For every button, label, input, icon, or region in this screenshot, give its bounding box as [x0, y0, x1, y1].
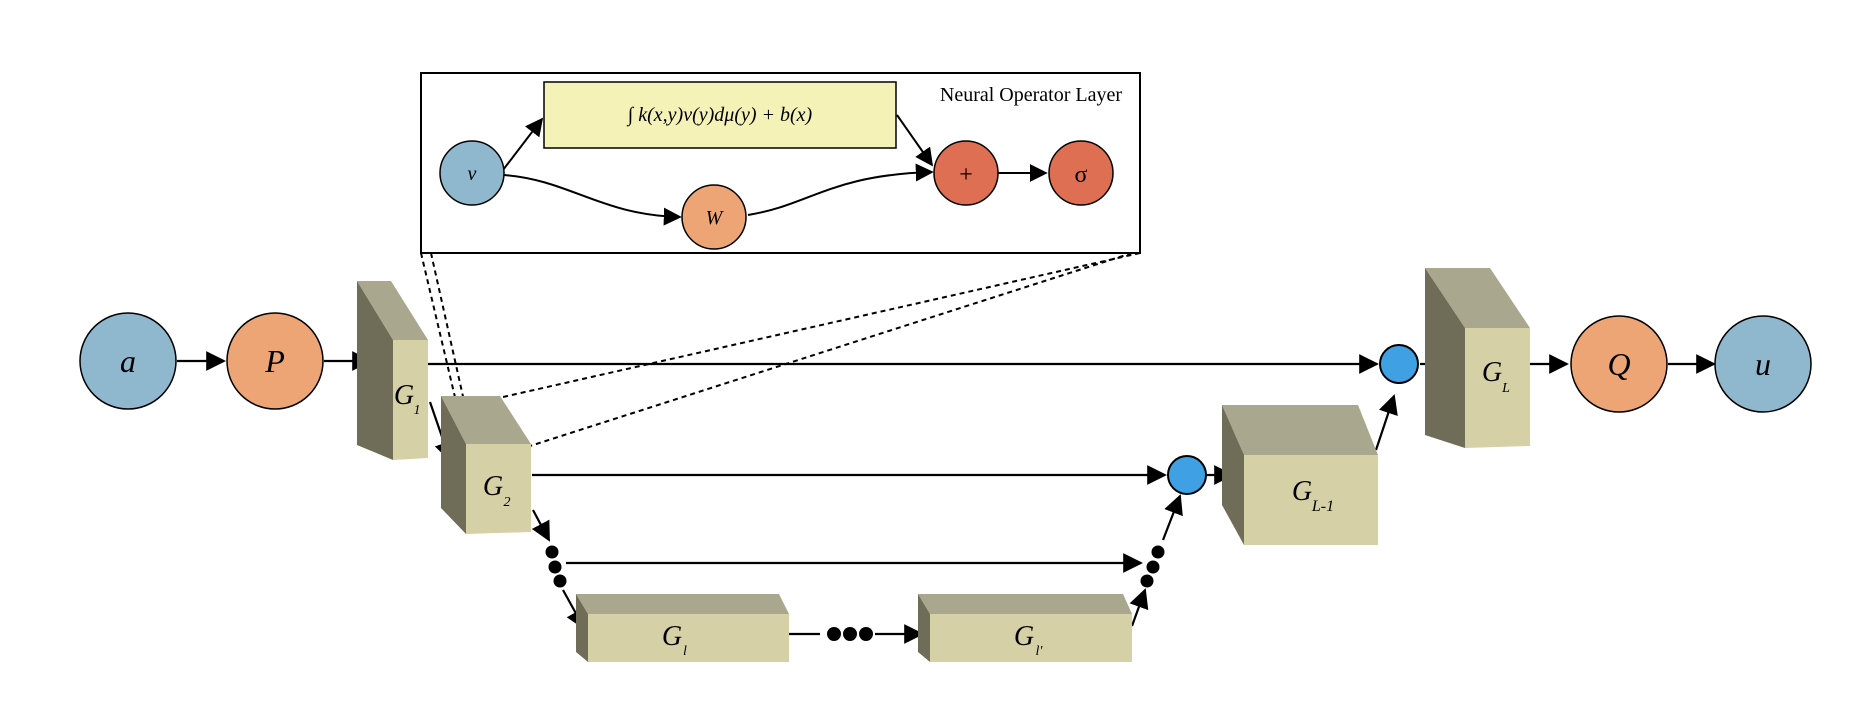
gl-minus-1-subscript: L-1 [1311, 498, 1334, 515]
kernel-integral-box [543, 81, 897, 149]
arrow-v-to-kernel [502, 117, 544, 171]
inset-node-v [439, 140, 505, 206]
gl-final-subscript: L [1501, 381, 1510, 396]
node-a-label: a [120, 343, 136, 379]
inset-title: Neural Operator Layer [940, 84, 1122, 106]
inset-w-label: W [706, 207, 725, 229]
dot-down-2 [548, 560, 562, 574]
node-p: P [226, 312, 324, 410]
node-q-label: Q [1607, 346, 1630, 382]
g1-subscript: 1 [414, 403, 421, 418]
arrow-v-to-w [503, 174, 682, 226]
block-gl-minus-1: G L-1 [1222, 405, 1378, 545]
dot-mid-2 [843, 627, 857, 641]
node-q: Q [1570, 315, 1668, 413]
gl-label: G [662, 621, 682, 652]
dot-up-2 [1146, 560, 1160, 574]
zoom-lines [420, 252, 1141, 447]
block-gl: G l [576, 594, 789, 662]
g1-label: G [394, 380, 414, 411]
g2-label: G [483, 471, 503, 502]
inset-sigma-label: σ [1075, 162, 1088, 188]
block-gl-final: G L [1425, 268, 1530, 448]
neural-operator-layer-inset: Neural Operator Layer ∫ k(x,y)v(y)dμ(y) … [420, 72, 1141, 254]
inset-node-plus [933, 140, 999, 206]
node-u: u [1714, 315, 1812, 413]
block-g1: G 1 [357, 281, 428, 460]
gl-minus-1-label: G [1292, 476, 1312, 507]
dot-up-1 [1140, 574, 1154, 588]
g2-subscript: 2 [504, 495, 511, 510]
dot-down-3 [553, 574, 567, 588]
dot-mid-1 [827, 627, 841, 641]
pipeline-arrows [177, 351, 1716, 644]
arrow-kernel-to-plus [896, 114, 934, 167]
node-a: a [79, 312, 177, 410]
ellipsis-dots [545, 545, 1165, 641]
kernel-formula: ∫ k(x,y)v(y)dμ(y) + b(x) [626, 104, 813, 127]
node-p-label: P [264, 343, 285, 379]
dot-up-3 [1151, 545, 1165, 559]
inset-node-w [681, 184, 747, 250]
glprime-label: G [1014, 621, 1034, 652]
dot-mid-3 [859, 627, 873, 641]
block-g2: G 2 [441, 396, 531, 534]
gl-final-label: G [1482, 357, 1502, 388]
merge-node-top [1379, 344, 1419, 384]
node-u-label: u [1755, 346, 1771, 382]
merge-node-middle [1167, 455, 1207, 495]
inset-v-label: v [468, 163, 477, 185]
glprime-subscript: l' [1036, 644, 1044, 659]
inset-plus-label: + [959, 162, 973, 188]
arrow-w-to-plus [747, 163, 934, 216]
gl-subscript: l [683, 644, 687, 659]
inset-node-sigma [1048, 140, 1114, 206]
dot-down-1 [545, 545, 559, 559]
block-glprime: G l' [918, 594, 1132, 662]
